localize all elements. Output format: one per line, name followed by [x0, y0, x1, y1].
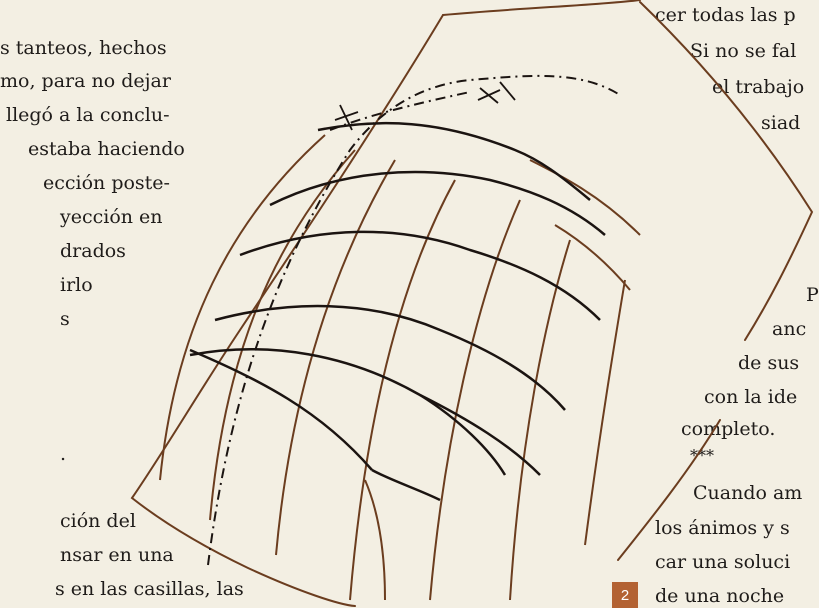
- page-number-badge: 2: [612, 582, 638, 608]
- sketch-outline: [132, 0, 812, 606]
- sketch-ribs: [160, 135, 640, 600]
- sketch-marks: [335, 82, 515, 130]
- sketch-arches: [190, 123, 605, 500]
